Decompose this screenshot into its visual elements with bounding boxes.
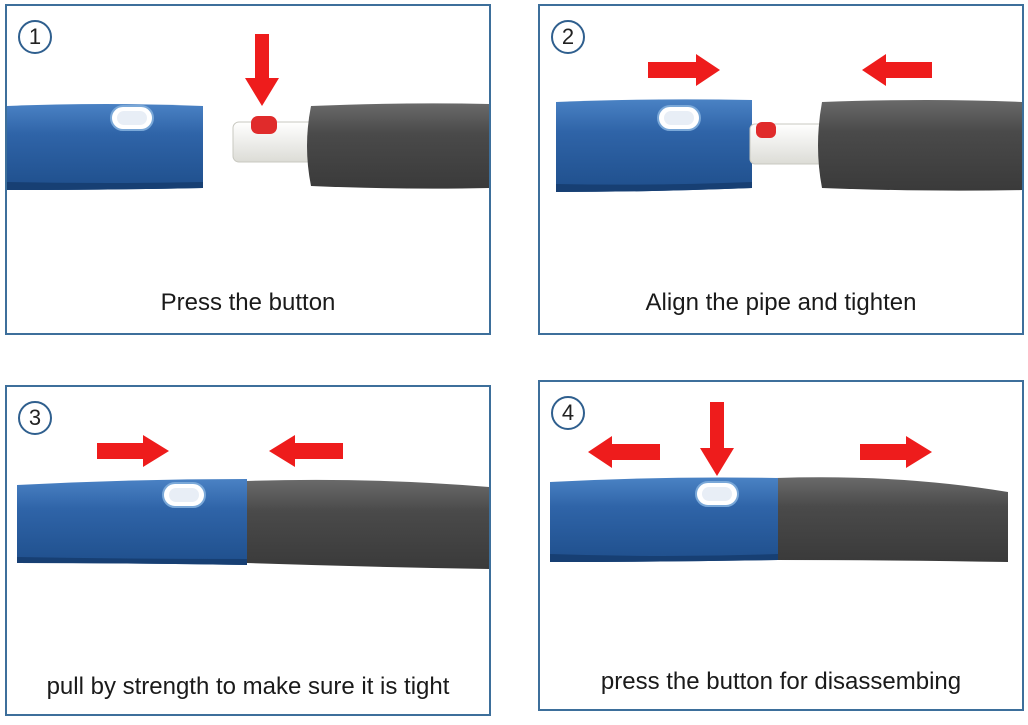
down-arrow-icon: [700, 402, 734, 476]
step-2-panel: 2 Align the pipe and tighten: [538, 4, 1024, 335]
left-arrow-icon: [269, 435, 343, 467]
right-arrow-icon: [97, 435, 169, 467]
step-number-badge: 2: [551, 20, 585, 54]
push-button-icon: [251, 116, 277, 134]
step-number-badge: 3: [18, 401, 52, 435]
grey-tube: [307, 103, 489, 189]
step-3-panel: 3 pull by strength to make sure it is ti…: [5, 385, 491, 716]
blue-tube: [556, 99, 752, 192]
blue-tube: [7, 104, 203, 190]
step-number-badge: 4: [551, 396, 585, 430]
step-4-illustration: [550, 402, 1008, 562]
left-arrow-icon: [862, 54, 932, 86]
step-caption: Align the pipe and tighten: [645, 289, 917, 316]
step-number-badge: 1: [18, 20, 52, 54]
grey-tube: [247, 479, 489, 569]
left-arrow-icon: [588, 436, 660, 468]
push-button-icon: [756, 122, 776, 138]
step-3-illustration: [17, 435, 489, 569]
right-arrow-icon: [648, 54, 720, 86]
step-caption: press the button for disassembing: [600, 668, 962, 695]
blue-tube: [550, 477, 778, 562]
step-4-panel: 4 press the button for disassembing: [538, 380, 1024, 711]
step-2-illustration: [556, 54, 1022, 192]
step-caption: pull by strength to make sure it is tigh…: [46, 673, 450, 700]
right-arrow-icon: [860, 436, 932, 468]
step-caption: Press the button: [160, 289, 336, 316]
down-arrow-icon: [245, 34, 279, 106]
blue-tube-shadow: [7, 182, 203, 190]
step-1-panel: 1 Press the button: [5, 4, 491, 335]
grey-tube: [818, 100, 1022, 191]
blue-tube: [17, 479, 247, 565]
step-1-illustration: [7, 34, 489, 190]
grey-tube: [776, 477, 1008, 562]
